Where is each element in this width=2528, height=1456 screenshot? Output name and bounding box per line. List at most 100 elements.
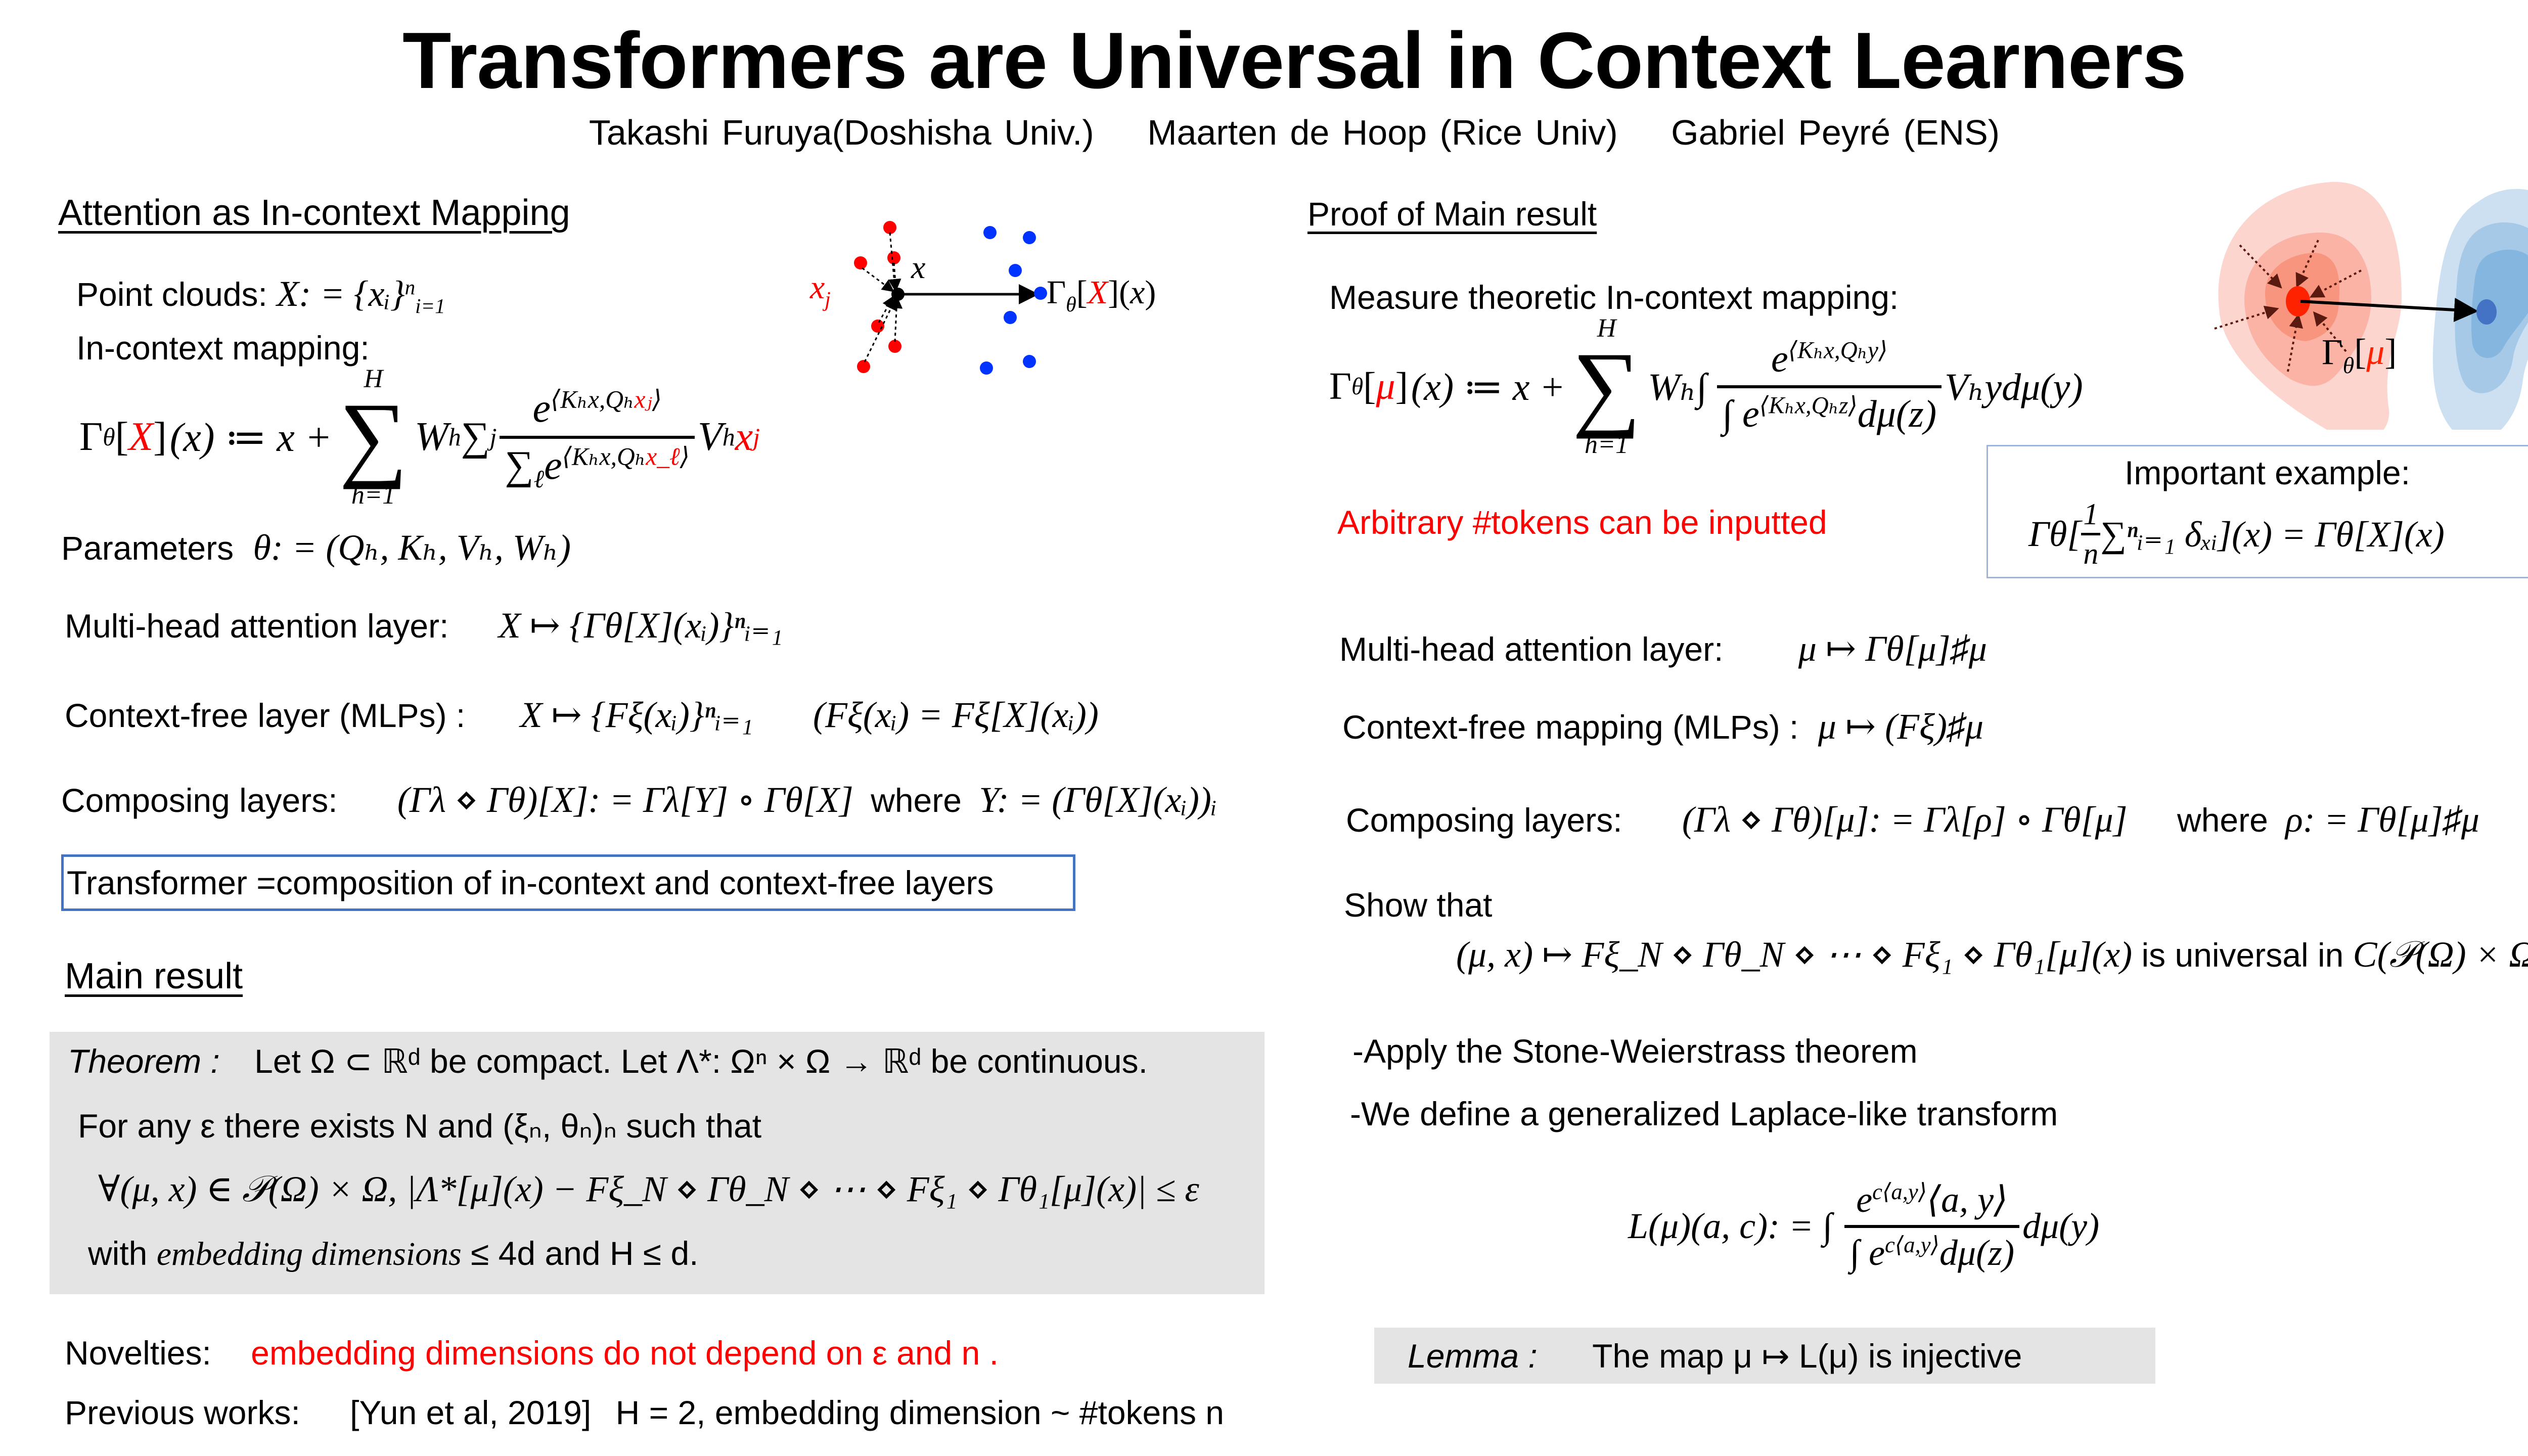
important-example-title: Important example: [2125, 454, 2410, 491]
transformer-definition-box: Transformer =composition of in-context a… [61, 854, 1075, 911]
red-center-point [2286, 286, 2310, 316]
theorem-line4-em: embedding dimensions [156, 1236, 462, 1272]
frac-den: n [2081, 533, 2101, 571]
theorem-line-2: For any ε there exists N and (ξₙ, θₙ)ₙ s… [78, 1107, 762, 1145]
composing-line: Composing layers: (Γλ ⋄ Γθ)[X]: = Γλ[Y] … [61, 778, 1217, 821]
den-sum-sub: ℓ [533, 465, 545, 493]
multihead-label: Multi-head attention layer: [65, 607, 449, 645]
W-symbol: W [415, 415, 448, 459]
composing-right-math2: ρ: = Γθ[μ]♯μ [2285, 799, 2479, 840]
formula-mu: μ [1376, 365, 1395, 407]
label-x: x [911, 249, 925, 285]
arbitrary-tokens-note: Arbitrary #tokens can be inputted [1337, 504, 1827, 541]
section-heading-proof: Proof of Main result [1307, 195, 1597, 233]
lemma-line: Lemma : The map μ ↦ L(μ) is injective [1408, 1337, 2022, 1376]
laplace-num-e: e [1856, 1179, 1873, 1220]
apply-stone-weierstrass: -Apply the Stone-Weierstrass theorem [1352, 1032, 1918, 1070]
composing-right-line: Composing layers: (Γλ ⋄ Γθ)[μ]: = Γλ[ρ] … [1346, 798, 2479, 841]
softmax-fraction: e⟨Kₕx,Qₕxⱼ⟩ ∑ℓe⟨Kₕx,Qₕx_ℓ⟩ [500, 386, 695, 491]
author-3: Gabriel Peyré (ENS) [1671, 113, 2000, 152]
novelties-text: embedding dimensions do not depend on ε … [251, 1334, 999, 1372]
den-tail: dμ(z) [1857, 392, 1937, 435]
blue-center-point [2476, 299, 2497, 325]
composing-label: Composing layers: [61, 782, 338, 819]
num-exponent: ⟨Kₕx,Qₕy⟩ [1788, 337, 1888, 364]
num-exponent: ⟨Kₕx,Qₕ [550, 385, 635, 413]
measure-diagram: Γθ[μ] [2214, 181, 2528, 430]
show-text: is universal in [2141, 936, 2344, 974]
laplace-den-exp: c⟨a,y⟩ [1885, 1232, 1939, 1257]
composing-right-where: where [2177, 801, 2268, 839]
previous-text: H = 2, embedding dimension ~ #tokens n [615, 1394, 1224, 1431]
gamma-symbol: Γ [79, 415, 103, 459]
contextfree-right-label: Context-free mapping (MLPs) : [1342, 708, 1799, 746]
point-clouds-sub: i=1 [415, 295, 445, 318]
theorem-line-1: Theorem : Let Ω ⊂ ℝᵈ be compact. Let Λ*:… [68, 1042, 1148, 1081]
den-e: ∫ e [1722, 392, 1759, 435]
laplace-tail: dμ(y) [2022, 1205, 2100, 1246]
laplace-den-tail: dμ(z) [1939, 1233, 2015, 1273]
softmax-fraction: e⟨Kₕx,Qₕy⟩ ∫ e⟨Kₕx,Qₕz⟩dμ(z) [1717, 337, 1942, 436]
laplace-denominator: ∫ ec⟨a,y⟩dμ(z) [1844, 1225, 2020, 1274]
den-e: e [544, 443, 562, 488]
measure-label: Measure theoretic In-context mapping: [1329, 279, 1899, 316]
sum-upper: H [1597, 314, 1616, 343]
parameters-math: θ: = (Qₕ, Kₕ, Vₕ, Wₕ) [253, 527, 571, 568]
contextfree-label: Context-free layer (MLPs) : [65, 697, 466, 734]
laplace-num-exp: c⟨a,y⟩ [1872, 1179, 1927, 1204]
section-heading-attention: Attention as In-context Mapping [58, 193, 570, 233]
lemma-label: Lemma : [1408, 1337, 1538, 1375]
fraction-denominator: ∫ e⟨Kₕx,Qₕz⟩dμ(z) [1717, 385, 1942, 436]
multihead-right-math: μ ↦ Γθ[μ]♯μ [1798, 628, 1987, 669]
important-example-box: Important example: Γθ[ 1 n ∑ⁿᵢ₌₁ δₓᵢ](x)… [1987, 445, 2528, 578]
show-math2: C(𝒫(Ω) × Ω) [2353, 934, 2528, 975]
lemma-text: The map μ ↦ L(μ) is injective [1592, 1337, 2022, 1375]
show-math: (μ, x) ↦ Fξ_N ⋄ Γθ_N ⋄ ⋯ ⋄ Fξ₁ ⋄ Γθ₁[μ](… [1456, 934, 2133, 975]
fraction-denominator: ∑ℓe⟨Kₕx,Qₕx_ℓ⟩ [500, 435, 695, 491]
theorem-line4-post: ≤ 4d and H ≤ d. [471, 1235, 699, 1272]
composing-right-math: (Γλ ⋄ Γθ)[μ]: = Γλ[ρ] ∘ Γθ[μ] [1682, 799, 2128, 840]
incontext-label: In-context mapping: [76, 329, 370, 367]
contextfree-math: X ↦ {Fξ(xᵢ)}ⁿᵢ₌₁ [520, 695, 753, 735]
poster-title: Transformers are Universal in Context Le… [402, 16, 2187, 105]
fraction-numerator: e⟨Kₕx,Qₕxⱼ⟩ [527, 386, 667, 436]
multihead-math: X ↦ {Γθ[X](xᵢ)}ⁿᵢ₌₁ [498, 605, 783, 646]
theorem-label: Theorem : [68, 1042, 220, 1080]
theorem-line1-text: Let Ω ⊂ ℝᵈ be compact. Let Λ*: Ωⁿ × Ω → … [254, 1042, 1148, 1080]
red-points [854, 221, 901, 373]
contextfree-right-math: μ ↦ (Fξ)♯μ [1818, 706, 1984, 747]
define-laplace-transform: -We define a generalized Laplace-like tr… [1350, 1095, 2058, 1132]
label-xj: xj [809, 269, 831, 311]
novelties-label: Novelties: [65, 1334, 211, 1372]
num-exponent-close: ⟩ [652, 385, 662, 413]
point-clouds-line: Point clouds: X: = {xᵢ}ni=1 [76, 273, 445, 318]
author-list: Takashi Furuya(Doshisha Univ.) Maarten d… [0, 112, 2528, 153]
transformer-definition: Transformer =composition of in-context a… [67, 864, 994, 901]
num-e: e [1771, 337, 1788, 380]
den-exponent-close: ⟩ [680, 442, 690, 470]
theorem-line4-pre: with [88, 1235, 148, 1272]
sum-lower: h=1 [351, 481, 395, 510]
xj-symbol: x [735, 415, 753, 459]
contextfree-right-line: Context-free mapping (MLPs) : μ ↦ (Fξ)♯μ [1342, 705, 1983, 748]
composing-where: where [871, 782, 962, 819]
one-over-n: 1 n [2081, 497, 2101, 571]
label-gamma-output: Γθ[X](x) [1047, 274, 1156, 316]
parameters-label: Parameters [61, 529, 234, 567]
multihead-right-label: Multi-head attention layer: [1339, 630, 1724, 668]
lemma-box: Lemma : The map μ ↦ L(μ) is injective [1374, 1328, 2155, 1384]
section-heading-main-result: Main result [65, 956, 243, 996]
bracket-open: [ [115, 415, 129, 459]
sum-over-heads: H ∑ h=1 [339, 364, 408, 510]
important-math-pre: Γθ[ [2028, 514, 2082, 554]
bracket-close: ] [153, 415, 167, 459]
show-that-statement: (μ, x) ↦ Fξ_N ⋄ Γθ_N ⋄ ⋯ ⋄ Fξ₁ ⋄ Γθ₁[μ](… [1456, 933, 2528, 976]
point-clouds-sup: n [404, 276, 416, 299]
previous-ref: [Yun et al, 2019] [350, 1394, 592, 1431]
formula-X: X [128, 415, 154, 459]
gamma-mu-label: Γθ[μ] [2322, 332, 2397, 378]
multihead-line: Multi-head attention layer: X ↦ {Γθ[X](x… [65, 604, 783, 647]
den-sum: ∑ [505, 443, 534, 488]
contextfree-math2: (Fξ(xᵢ) = Fξ[X](xᵢ)) [813, 695, 1099, 735]
